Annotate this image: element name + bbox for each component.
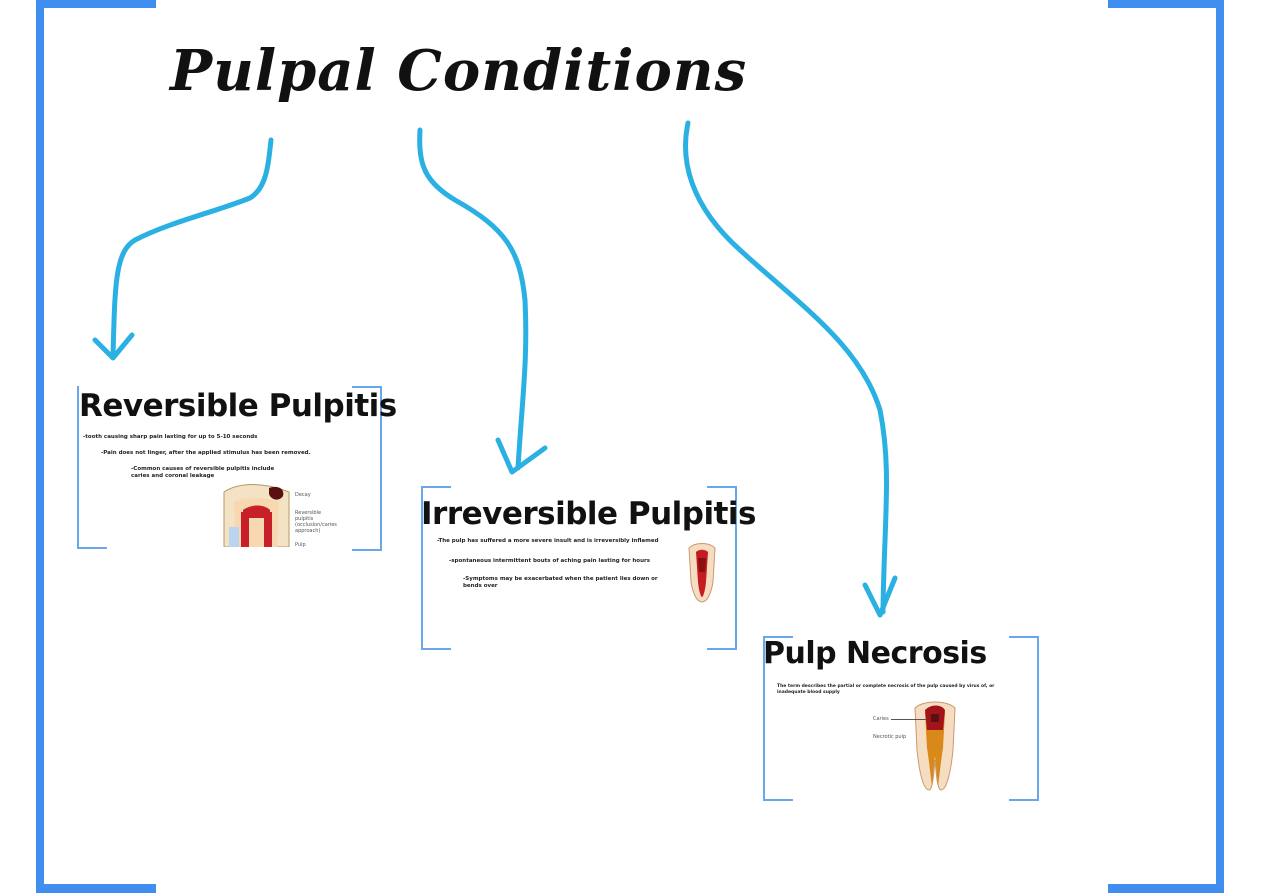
bullet-2: -spontaneous intermittent bouts of achin… xyxy=(449,558,650,564)
caries-pointer-line xyxy=(891,719,927,720)
bullet-3: -Symptoms may be exacerbated when the pa… xyxy=(463,576,658,589)
bullet-2: -Pain does not linger, after the applied… xyxy=(101,450,311,456)
label-reversible: Reversible xyxy=(295,510,322,516)
arrow-to-reversible xyxy=(110,137,274,358)
arrowhead-irreversible xyxy=(495,437,548,475)
card-reversible-pulpitis[interactable]: Reversible Pulpitis -tooth causing sharp… xyxy=(77,386,397,551)
frame-top-right-corner xyxy=(1108,0,1224,8)
tooth-necrosis-illustration xyxy=(914,701,956,791)
bullet-1: The term describes the partial or comple… xyxy=(777,684,995,695)
label-approach: approach) xyxy=(295,528,321,534)
label-pulp: Pulp xyxy=(295,542,306,548)
card-title: Reversible Pulpitis xyxy=(79,388,397,424)
tooth-caries-illustration xyxy=(223,484,290,547)
bullet-1: -tooth causing sharp pain lasting for up… xyxy=(83,434,258,440)
card-title: Irreversible Pulpitis xyxy=(421,496,757,532)
tooth-inflamed-illustration xyxy=(688,543,716,603)
bracket-left xyxy=(421,486,451,650)
card-pulp-necrosis[interactable]: Pulp Necrosis The term describes the par… xyxy=(763,636,1040,801)
arrow-to-irreversible xyxy=(417,127,529,471)
frame-left-border xyxy=(36,0,44,893)
card-title: Pulp Necrosis xyxy=(763,636,987,671)
frame-bottom-right-corner xyxy=(1108,884,1224,893)
label-occlusion: (occlusion/caries xyxy=(295,522,337,528)
main-title: Pulpal Conditions xyxy=(170,38,748,104)
label-pulpitis: pulpitis xyxy=(295,516,314,522)
bracket-right xyxy=(1009,636,1039,801)
frame-bottom-left-corner xyxy=(36,884,156,893)
arrowhead-reversible xyxy=(92,332,135,361)
frame-right-border xyxy=(1216,0,1224,893)
frame-top-left-corner xyxy=(36,0,156,8)
arrowhead-necrosis xyxy=(862,575,898,618)
bracket-right xyxy=(707,486,737,650)
label-decay: Decay xyxy=(295,492,311,498)
bullet-1: -The pulp has suffered a more severe ins… xyxy=(437,538,659,544)
label-necrotic-pulp: Necrotic pulp xyxy=(873,734,907,740)
bullet-3: -Common causes of reversible pulpitis in… xyxy=(131,466,275,479)
label-caries: Caries xyxy=(873,716,889,722)
arrow-to-necrosis xyxy=(683,120,890,615)
card-irreversible-pulpitis[interactable]: Irreversible Pulpitis -The pulp has suff… xyxy=(421,486,757,650)
bracket-bottom-left xyxy=(77,386,107,549)
bracket-left xyxy=(763,636,793,801)
bracket-right xyxy=(352,386,382,551)
